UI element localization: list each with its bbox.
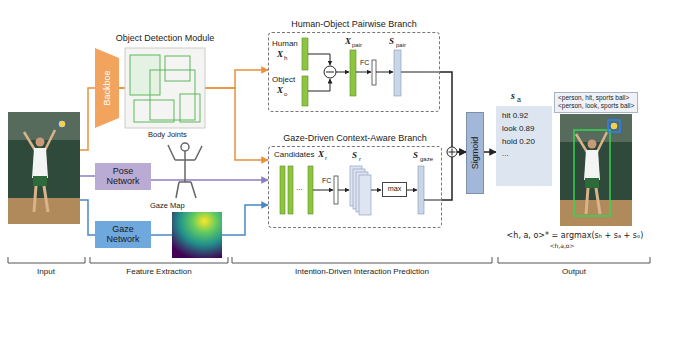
- node-text: hold 0.20: [502, 136, 546, 149]
- connector: [151, 179, 268, 181]
- label-text: Object Detection Module: [116, 34, 215, 44]
- node-text: Backboe: [102, 70, 112, 105]
- detection-box: [180, 94, 200, 122]
- gaze-network-box: Gaze Network: [95, 221, 151, 248]
- node-text: <person, look, sports ball>: [558, 102, 634, 110]
- node-text: hit 0.92: [502, 110, 546, 123]
- node-text: <person, hit, sports ball>: [558, 94, 634, 102]
- label-text: FC: [360, 59, 369, 67]
- label-text: Body Joints: [148, 131, 187, 139]
- label-text: Gaze Map: [150, 202, 185, 210]
- node-text: Sigmoid: [470, 137, 480, 170]
- max-box: max: [382, 182, 407, 197]
- node-text: Pose Network: [97, 166, 149, 187]
- object-box: [608, 120, 620, 132]
- label-text: S: [352, 151, 357, 161]
- label-text: Feature Extraction: [126, 268, 191, 277]
- node-text: look 0.89: [502, 123, 546, 136]
- label-text: gaze: [420, 156, 433, 163]
- label-text: s: [511, 90, 515, 101]
- sum-symbol: [447, 147, 457, 157]
- section-brackets: [8, 257, 650, 263]
- label-text: r: [359, 156, 361, 163]
- label-text: Output: [562, 268, 586, 277]
- label-text: S: [413, 151, 418, 161]
- label-text: a: [517, 96, 521, 104]
- detection-image: [125, 48, 205, 128]
- gaze-heatmap: [172, 212, 222, 258]
- detection-box: [130, 55, 160, 95]
- gaze-internals: [280, 166, 442, 215]
- detection-box: [150, 70, 195, 120]
- sigmoid-box: Sigmoid: [466, 112, 484, 194]
- pairwise-internals: [302, 38, 440, 106]
- input-wire: [80, 200, 95, 235]
- label-text: pair: [396, 42, 406, 49]
- label-text: X: [277, 50, 283, 60]
- detection-box: [134, 100, 174, 122]
- label-text: Human: [272, 40, 298, 49]
- node-text: Human-Object Pairwise Branch: [269, 19, 439, 29]
- label-text: Object: [272, 76, 295, 85]
- label-text: h: [284, 55, 287, 62]
- label-text: X: [277, 86, 283, 96]
- label-text: FC: [322, 177, 331, 185]
- body-skeleton: [168, 143, 202, 198]
- input-wire: [80, 175, 95, 177]
- label-text: Intention-Driven Interaction Prediction: [295, 268, 429, 277]
- label-text: <h,a,o>: [549, 243, 574, 250]
- node-text: Gaze-Driven Context-Aware Branch: [269, 133, 441, 143]
- detection-box: [165, 56, 190, 81]
- label-text: r: [325, 155, 327, 162]
- trapezoid-shape: [95, 48, 119, 128]
- node-text: max: [383, 185, 406, 194]
- backbone-trapezoid: Backboe: [95, 48, 119, 128]
- label-text: o: [284, 91, 287, 98]
- input-wire: [80, 88, 95, 150]
- human-box: [574, 130, 610, 216]
- output-label-box: <person, hit, sports ball><person, look,…: [554, 92, 638, 113]
- connector: [442, 152, 466, 200]
- label-text: S: [389, 37, 394, 47]
- label-text: pair: [352, 42, 362, 49]
- label-text: X: [318, 150, 324, 160]
- label-text: X: [345, 37, 351, 47]
- node-text: Gaze Network: [97, 224, 149, 245]
- score-panel: hit 0.92look 0.89hold 0.20...: [496, 106, 552, 186]
- connector: [484, 151, 496, 153]
- input-photo: [8, 112, 80, 224]
- label-text: ...: [296, 184, 303, 193]
- node-text: ...: [502, 148, 546, 161]
- connector: [440, 72, 466, 152]
- pose-network-box: Pose Network: [95, 163, 151, 190]
- label-text: Input: [37, 268, 55, 277]
- output-photo: [560, 114, 632, 226]
- label-text: <h, a, o>* = argmax(sₕ + sₐ + sₒ): [507, 232, 644, 241]
- label-text: Candidates: [274, 151, 314, 160]
